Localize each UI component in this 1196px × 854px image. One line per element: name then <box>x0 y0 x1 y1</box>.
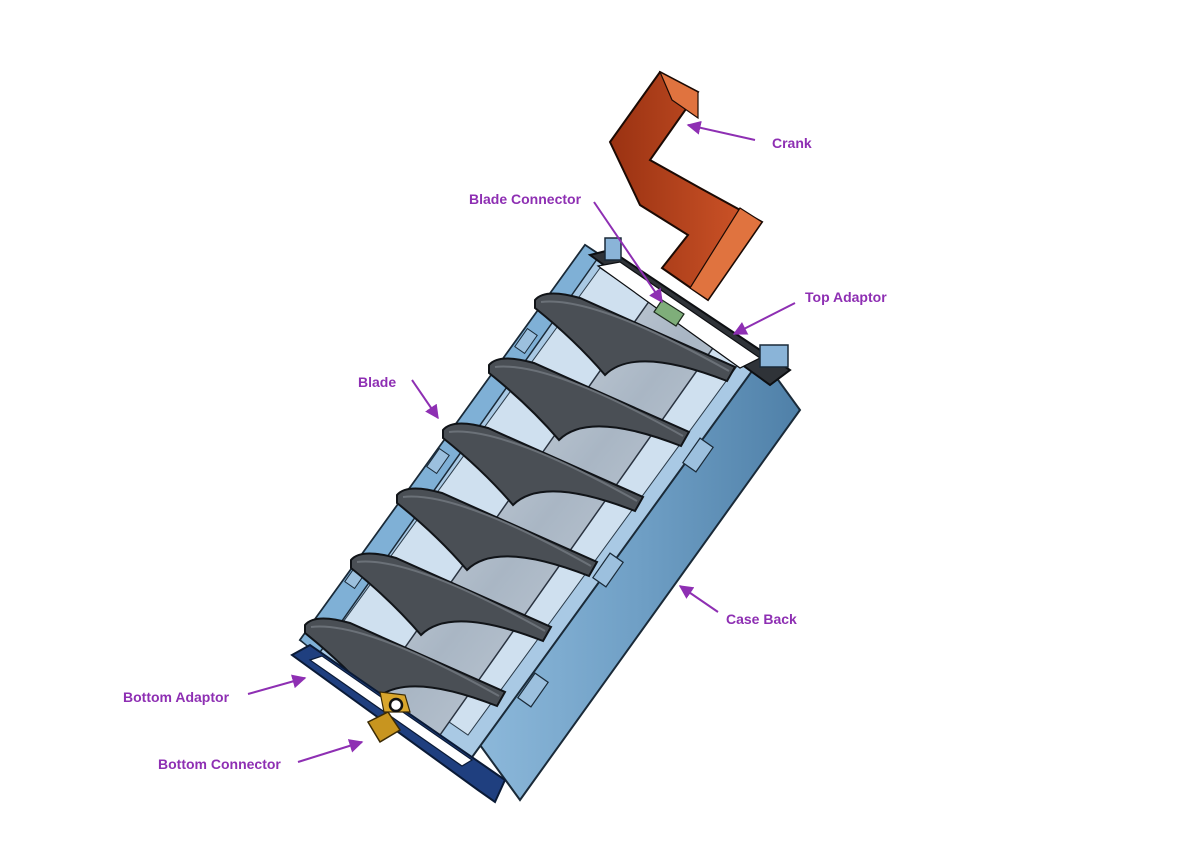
label-bottom-adaptor: Bottom Adaptor <box>123 689 230 705</box>
blade-edge-highlight <box>448 430 638 502</box>
arrow-blade-connector <box>593 201 663 304</box>
blade-flight <box>350 552 553 643</box>
arrow-blade <box>411 379 439 420</box>
callout-labels: Crank Blade Connector Top Adaptor Blade … <box>123 135 887 772</box>
label-blade: Blade <box>358 374 396 390</box>
blade-flight <box>488 357 691 448</box>
callout-arrows <box>247 120 796 763</box>
arrow-crank <box>686 120 756 141</box>
label-bottom-connector: Bottom Connector <box>158 756 281 772</box>
arrow-top-adaptor <box>732 302 796 335</box>
blade-edge-highlight <box>494 365 684 437</box>
blade-flight <box>396 487 599 578</box>
blade-flight <box>442 422 645 513</box>
crank <box>608 70 764 302</box>
label-top-adaptor: Top Adaptor <box>805 289 887 305</box>
label-crank: Crank <box>772 135 812 151</box>
blade-connector <box>653 299 685 327</box>
blade-flight <box>304 617 507 708</box>
arrow-bottom-adaptor <box>247 674 307 695</box>
blade-edge-highlight <box>540 300 730 372</box>
arrow-bottom-connector <box>297 739 364 763</box>
label-blade-connector: Blade Connector <box>469 191 582 207</box>
blade-edge-highlight <box>310 625 500 697</box>
bottom-connector <box>366 691 411 744</box>
blade-flight <box>534 292 737 383</box>
blade-edge-highlight <box>356 560 546 632</box>
arrow-case-back <box>678 585 719 613</box>
label-case-back: Case Back <box>726 611 797 627</box>
blade-group <box>304 292 737 708</box>
blade-edge-highlight <box>402 495 592 567</box>
